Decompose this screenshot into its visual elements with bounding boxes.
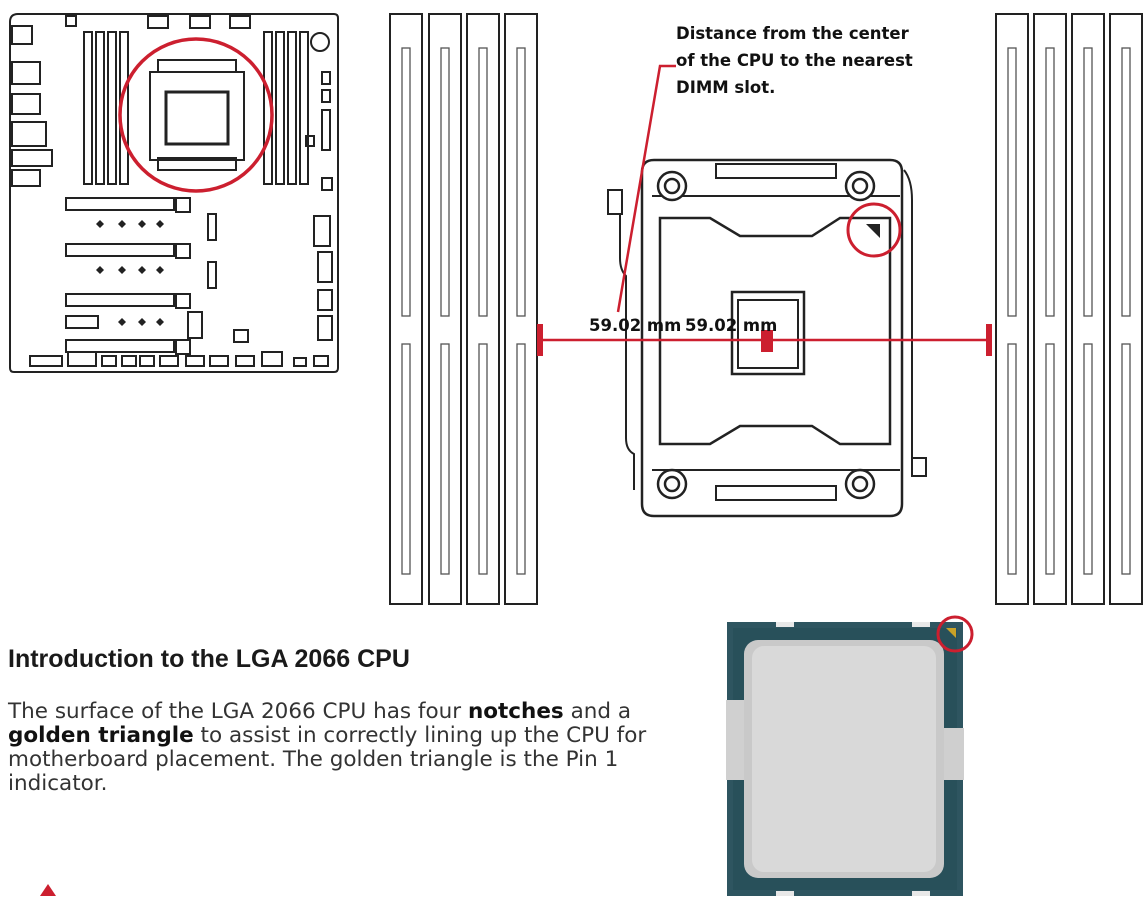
intro-text-2: and a [563,699,632,724]
dimm-slots-left [389,13,538,605]
intro-text-3: to assist in correctly lining up the CPU… [8,723,647,796]
annotation-note: Distance from the center of the CPU to t… [676,20,936,101]
dimension-right-label: 59.02 mm [685,316,777,335]
golden-triangle-emphasis: golden triangle [8,723,194,748]
warning-icon [40,884,56,896]
annotation-line-2: of the CPU to the nearest [676,51,913,70]
section-heading: Introduction to the LGA 2066 CPU [8,645,410,673]
socket-highlight-circle [118,37,274,193]
pin1-triangle [946,628,956,638]
pin1-highlight-circle [936,615,974,653]
socket-pin1-highlight [846,202,902,258]
intro-paragraph: The surface of the LGA 2066 CPU has four… [8,700,708,796]
annotation-line-3: DIMM slot. [676,78,776,97]
socket-pin1-marker [866,224,880,238]
dimension-left-label: 59.02 mm [589,316,681,335]
annotation-line-1: Distance from the center [676,24,909,43]
dimm-slots-right [995,13,1143,605]
intro-text-1: The surface of the LGA 2066 CPU has four [8,699,468,724]
annotation-leader-line [616,64,676,313]
dimension-line [537,324,992,356]
notches-emphasis: notches [467,699,564,724]
cpu-illustration [726,622,964,896]
board-screw-markers [96,220,164,326]
motherboard-thumbnail [9,13,339,373]
